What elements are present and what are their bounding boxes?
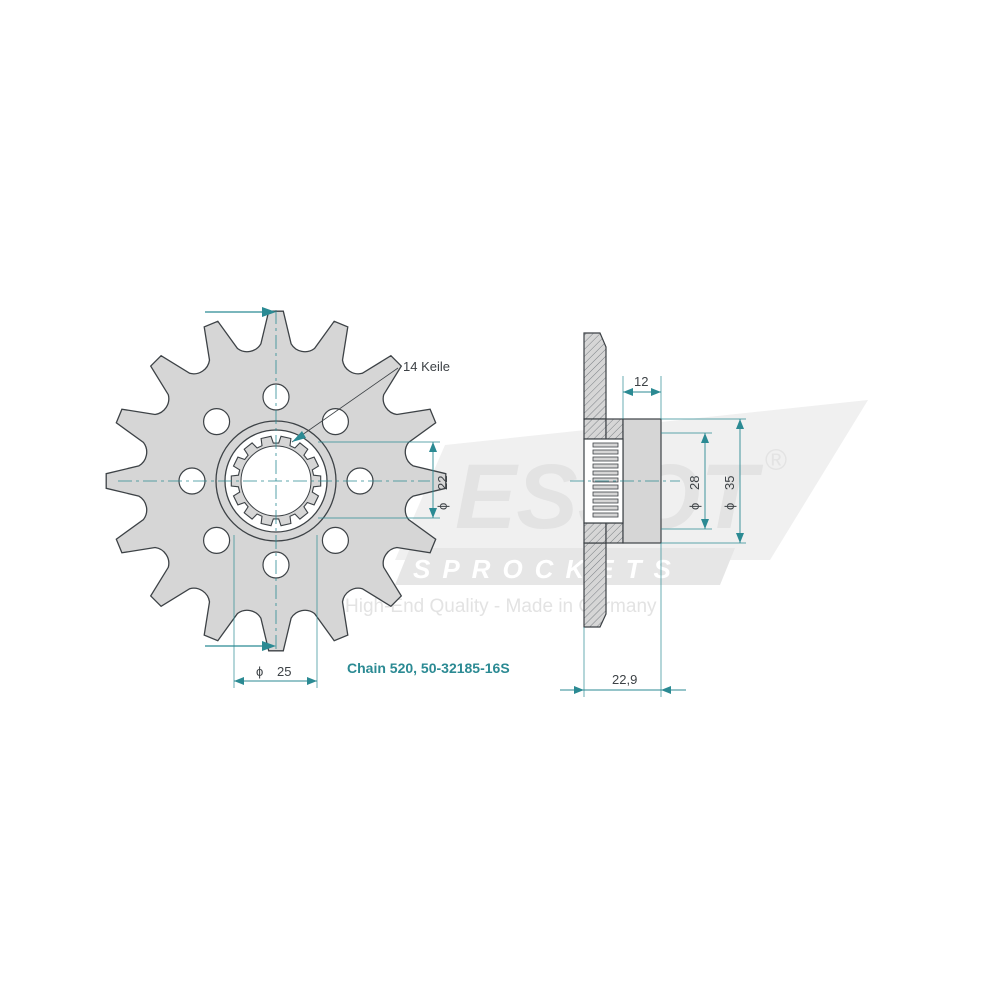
watermark-sub-band	[395, 548, 735, 585]
side-flange-bottom	[583, 522, 607, 544]
side-hub-top	[605, 418, 624, 440]
dim25-arrow-left	[234, 677, 244, 685]
dim229-arrow-right	[661, 686, 671, 694]
dim35-arrow-top	[736, 419, 744, 429]
keile-label: 14 Keile	[403, 359, 450, 374]
dim12-value: 12	[634, 374, 648, 389]
side-spline-tooth	[592, 463, 619, 469]
section-arrow-bottom-head	[262, 641, 276, 651]
dim25-arrow-right	[307, 677, 317, 685]
watermark-tagline: High-End Quality - Made in Germany	[345, 596, 657, 617]
side-flange-top	[583, 418, 607, 440]
dim28-arrow-bottom	[701, 519, 709, 529]
side-spline-tooth	[592, 442, 619, 448]
side-spline-tooth	[592, 491, 619, 497]
side-splines	[592, 442, 619, 518]
bolt-hole	[203, 526, 231, 555]
dim25-symbol: ϕ	[256, 664, 263, 679]
bolt-hole	[321, 526, 349, 555]
side-hub-bottom	[605, 522, 624, 544]
dim229-arrow-left	[574, 686, 584, 694]
dim229-value: 22,9	[612, 672, 637, 687]
dim22-arrow-bottom	[429, 508, 437, 518]
dim22-symbol: ϕ	[435, 503, 450, 510]
dim28-value: 28	[687, 476, 702, 490]
side-view: 12 ϕ 28 ϕ 35 22,9	[560, 332, 746, 697]
dim35-symbol: ϕ	[722, 503, 737, 510]
bolt-hole	[321, 408, 349, 436]
watermark-registered: ®	[765, 444, 787, 477]
side-spline-tooth	[592, 477, 619, 483]
bolt-hole	[203, 408, 231, 436]
bolt-holes	[178, 383, 374, 579]
part-label: Chain 520, 50-32185-16S	[347, 660, 510, 676]
watermark-sub: SPROCKETS	[413, 554, 683, 584]
dim35-arrow-bottom	[736, 533, 744, 543]
dim22-value: 22	[435, 476, 450, 490]
dim28-arrow-top	[701, 433, 709, 443]
keile-leader-arrow	[292, 431, 306, 442]
side-spline-tooth	[592, 484, 619, 490]
side-spline-tooth	[592, 470, 619, 476]
side-spline-tooth	[592, 505, 619, 511]
side-spline-tooth	[592, 512, 619, 518]
side-tooth-bottom	[583, 542, 607, 628]
side-spline-tooth	[592, 498, 619, 504]
section-arrow-top-head	[262, 307, 276, 317]
dim12-arrow-right	[651, 388, 661, 396]
dim35-value: 35	[722, 476, 737, 490]
side-spline-tooth	[592, 449, 619, 455]
side-tooth-top	[583, 332, 607, 420]
dim25-value: 25	[277, 664, 291, 679]
dim12-arrow-left	[623, 388, 633, 396]
dim22-arrow-top	[429, 442, 437, 452]
side-spline-tooth	[592, 456, 619, 462]
front-view: 14 Keile ϕ 22 ϕ 25	[105, 307, 450, 688]
keile-leader	[291, 367, 399, 443]
dim28-symbol: ϕ	[687, 503, 702, 510]
